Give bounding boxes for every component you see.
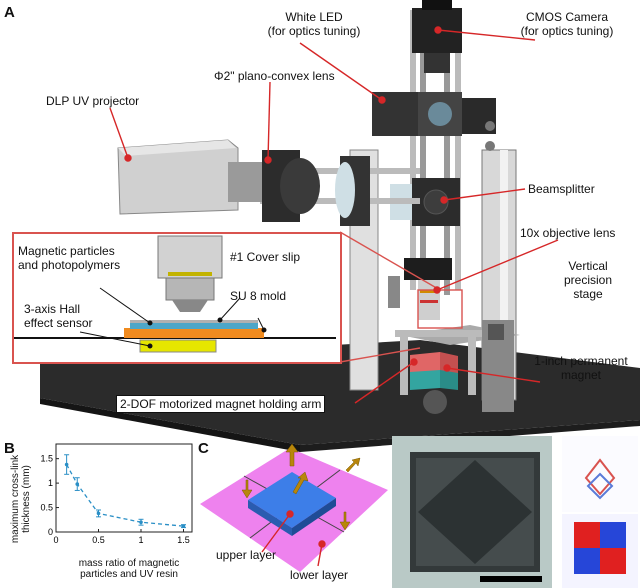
label-lower-layer: lower layer bbox=[290, 568, 349, 582]
y-tick-label: 0 bbox=[48, 527, 53, 537]
label-permanent-magnet: 1-inch permanent magnet bbox=[526, 354, 636, 382]
data-point bbox=[64, 462, 69, 467]
y-tick-label: 1 bbox=[48, 478, 53, 488]
label-cmos-title: CMOS Camera bbox=[525, 10, 608, 24]
objective-lens bbox=[404, 258, 452, 280]
scale-bar bbox=[480, 576, 542, 582]
label-magnet-1: 1-inch permanent bbox=[534, 354, 628, 368]
x-tick-label: 0 bbox=[53, 535, 58, 545]
data-point bbox=[139, 520, 143, 525]
panel-label-b: B bbox=[4, 440, 15, 457]
label-stage-3: stage bbox=[573, 287, 603, 301]
label-magnet-arm: 2-DOF motorized magnet holding arm bbox=[116, 395, 326, 413]
label-vertical-stage: Vertical precision stage bbox=[540, 259, 636, 301]
label-dlp-projector: DLP UV projector bbox=[46, 94, 140, 108]
label-white-led-sub: (for optics tuning) bbox=[267, 24, 361, 38]
x-tick-label: 0.5 bbox=[92, 535, 105, 545]
label-stage-1: Vertical bbox=[568, 259, 608, 273]
label-particles-1: Magnetic particles bbox=[18, 244, 115, 258]
label-hall-sensor: 3-axis Hall effect sensor bbox=[24, 302, 92, 330]
label-upper-layer: upper layer bbox=[216, 548, 277, 562]
label-hall-1: 3-axis Hall bbox=[24, 302, 81, 316]
label-cover-slip: #1 Cover slip bbox=[230, 250, 301, 264]
chart-xlabel-2: particles and UV resin bbox=[80, 569, 178, 580]
chart-xlabel: mass ratio of magnetic particles and UV … bbox=[64, 558, 194, 580]
chart-xlabel-1: mass ratio of magnetic bbox=[78, 558, 180, 569]
x-tick-label: 1.5 bbox=[177, 535, 190, 545]
data-point bbox=[75, 482, 80, 486]
arrow-icon bbox=[285, 443, 299, 467]
data-point bbox=[96, 511, 101, 516]
panel-label-c: C bbox=[198, 440, 209, 457]
chart-frame bbox=[55, 443, 193, 533]
label-cmos-sub: (for optics tuning) bbox=[520, 24, 614, 38]
label-hall-2: effect sensor bbox=[24, 316, 93, 330]
label-cmos-camera: CMOS Camera (for optics tuning) bbox=[502, 10, 632, 38]
y-tick-label: 0.5 bbox=[40, 503, 53, 513]
label-white-led-title: White LED bbox=[285, 10, 343, 24]
y-tick-label: 1.5 bbox=[40, 454, 53, 464]
label-su8-mold: SU 8 mold bbox=[230, 289, 287, 303]
label-beamsplitter: Beamsplitter bbox=[528, 182, 595, 196]
label-plano-convex-lens: Φ2" plano-convex lens bbox=[214, 69, 335, 83]
label-magnetic-particles: Magnetic particles and photopolymers bbox=[18, 244, 120, 272]
panel-label-a: A bbox=[4, 4, 15, 21]
label-magnet-2: magnet bbox=[560, 368, 602, 382]
label-particles-2: and photopolymers bbox=[18, 258, 121, 272]
label-objective-lens: 10x objective lens bbox=[520, 226, 616, 240]
label-white-led: White LED (for optics tuning) bbox=[244, 10, 384, 38]
x-tick-label: 1 bbox=[138, 535, 143, 545]
data-point bbox=[181, 524, 186, 528]
label-stage-2: precision bbox=[563, 273, 613, 287]
